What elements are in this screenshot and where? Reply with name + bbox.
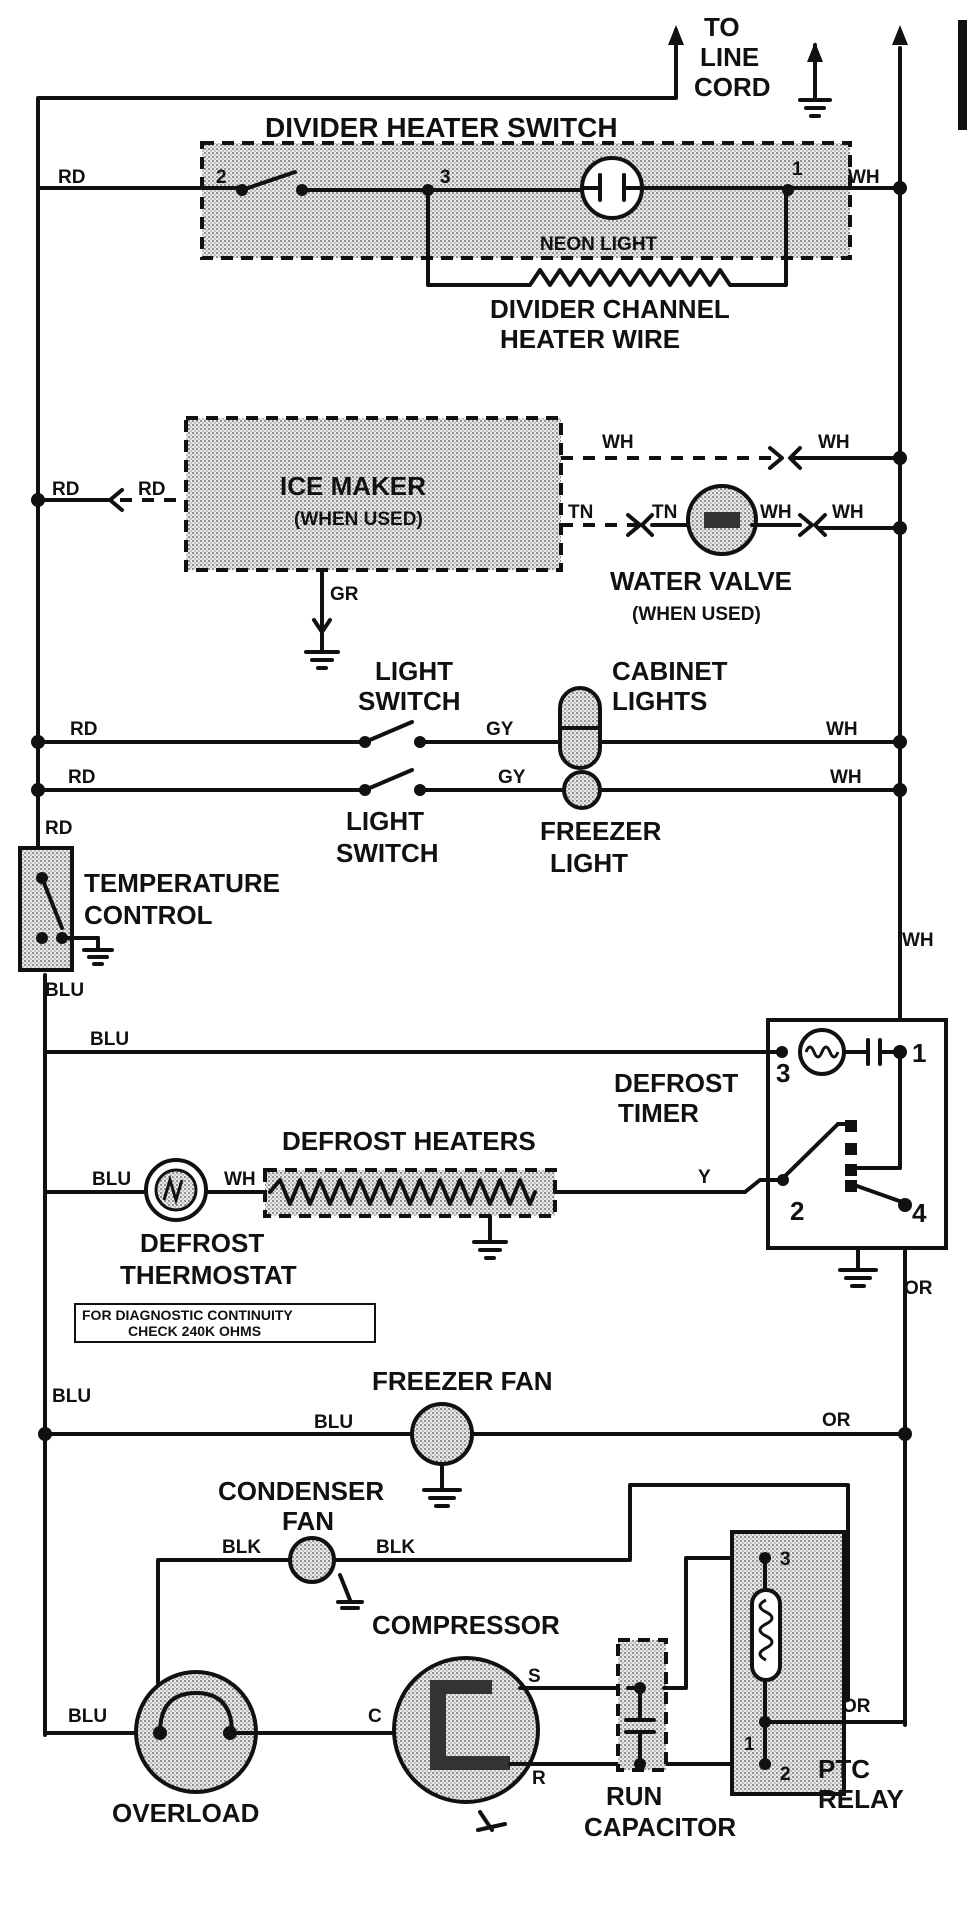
cabinet-lights-label-2: LIGHTS <box>612 686 707 716</box>
ptc-relay-label-1: PTC <box>818 1754 870 1784</box>
defrost-timer-label-2: TIMER <box>618 1098 699 1128</box>
svg-text:RD: RD <box>45 818 72 839</box>
wire-wh-1: WH <box>848 167 880 188</box>
ice-maker-label-1: ICE MAKER <box>280 471 426 501</box>
compressor-icon <box>392 1656 540 1804</box>
svg-text:TN: TN <box>652 502 677 523</box>
svg-text:R: R <box>532 1768 546 1789</box>
svg-text:TN: TN <box>568 502 593 523</box>
svg-text:WH: WH <box>602 432 634 453</box>
svg-text:3: 3 <box>440 167 451 188</box>
left-bus <box>36 28 678 852</box>
light-switch-top-label-2: SWITCH <box>358 686 461 716</box>
svg-text:BLU: BLU <box>45 980 84 1001</box>
svg-text:S: S <box>528 1666 541 1687</box>
svg-text:C: C <box>368 1706 382 1727</box>
defrost-timer-box <box>766 1018 948 1250</box>
svg-text:OR: OR <box>822 1410 851 1431</box>
svg-text:GY: GY <box>486 719 514 740</box>
condenser-fan-label-1: CONDENSER <box>218 1476 384 1506</box>
svg-text:OR: OR <box>842 1696 871 1717</box>
compressor-label: COMPRESSOR <box>372 1610 560 1640</box>
wire-rd-1: RD <box>58 167 85 188</box>
run-capacitor-label-1: RUN <box>606 1781 662 1811</box>
defrost-timer-label-1: DEFROST <box>614 1068 738 1098</box>
svg-text:Y: Y <box>698 1167 711 1188</box>
svg-text:4: 4 <box>912 1198 927 1228</box>
freezer-light-icon <box>562 770 602 810</box>
svg-text:WH: WH <box>224 1169 256 1190</box>
divider-heater-wire <box>426 188 788 287</box>
defrost-heaters-label: DEFROST HEATERS <box>282 1126 536 1156</box>
svg-text:RD: RD <box>52 479 79 500</box>
temperature-control-label-1: TEMPERATURE <box>84 868 280 898</box>
condenser-fan-label-2: FAN <box>282 1506 334 1536</box>
svg-text:WH: WH <box>826 719 858 740</box>
diagnostic-note-1: FOR DIAGNOSTIC CONTINUITY <box>82 1307 293 1323</box>
svg-text:RD: RD <box>68 767 95 788</box>
condenser-fan-icon <box>288 1536 336 1584</box>
overload-label: OVERLOAD <box>112 1798 259 1828</box>
water-valve-label-2: (WHEN USED) <box>632 604 761 625</box>
freezer-fan-label: FREEZER FAN <box>372 1366 553 1396</box>
svg-text:BLK: BLK <box>222 1537 261 1558</box>
temperature-control-box <box>18 846 74 972</box>
svg-text:2: 2 <box>790 1196 804 1226</box>
svg-text:BLU: BLU <box>68 1706 107 1727</box>
to-line-cord-label-1: TO <box>704 12 740 42</box>
divider-heater-switch-title: DIVIDER HEATER SWITCH <box>265 112 618 143</box>
svg-text:WH: WH <box>818 432 850 453</box>
svg-text:1: 1 <box>792 159 803 180</box>
defrost-thermostat-label-1: DEFROST <box>140 1228 264 1258</box>
water-valve-label-1: WATER VALVE <box>610 566 792 596</box>
diagnostic-note-box <box>74 1303 376 1343</box>
svg-text:3: 3 <box>780 1549 791 1570</box>
temperature-control-label-2: CONTROL <box>84 900 213 930</box>
line-cord-arrow-3 <box>892 25 908 45</box>
svg-text:OR: OR <box>904 1278 933 1299</box>
svg-text:WH: WH <box>902 930 934 951</box>
svg-text:WH: WH <box>760 502 792 523</box>
line-cord-arrow-1 <box>668 25 684 45</box>
svg-text:BLU: BLU <box>314 1412 353 1433</box>
svg-text:2: 2 <box>780 1764 791 1785</box>
svg-text:WH: WH <box>832 502 864 523</box>
light-switch-bottom-label-1: LIGHT <box>346 806 424 836</box>
to-line-cord-label-3: CORD <box>694 72 771 102</box>
svg-text:BLK: BLK <box>376 1537 415 1558</box>
freezer-fan-icon <box>410 1402 474 1466</box>
divider-heater-switch-box <box>200 141 852 260</box>
ice-maker-label-2: (WHEN USED) <box>294 509 423 530</box>
svg-text:RD: RD <box>138 479 165 500</box>
defrost-heaters-box <box>263 1168 557 1218</box>
freezer-light-label-1: FREEZER <box>540 816 662 846</box>
svg-text:2: 2 <box>216 167 227 188</box>
ice-maker-box <box>184 416 563 572</box>
corner-marker <box>958 20 967 130</box>
svg-text:BLU: BLU <box>90 1029 129 1050</box>
divider-channel-label-1: DIVIDER CHANNEL <box>490 294 730 324</box>
svg-text:GR: GR <box>330 584 359 605</box>
light-switch-bottom-label-2: SWITCH <box>336 838 439 868</box>
freezer-light-label-2: LIGHT <box>550 848 628 878</box>
svg-text:BLU: BLU <box>92 1169 131 1190</box>
to-line-cord-label-2: LINE <box>700 42 759 72</box>
neon-light-label: NEON LIGHT <box>540 234 658 255</box>
run-capacitor-label-2: CAPACITOR <box>584 1812 736 1842</box>
svg-text:1: 1 <box>912 1038 926 1068</box>
cabinet-lights-label-1: CABINET <box>612 656 728 686</box>
light-switch-top-label-1: LIGHT <box>375 656 453 686</box>
svg-text:GY: GY <box>498 767 526 788</box>
defrost-thermostat-label-2: THERMOSTAT <box>120 1260 297 1290</box>
divider-channel-label-2: HEATER WIRE <box>500 324 680 354</box>
svg-text:RD: RD <box>70 719 97 740</box>
svg-text:3: 3 <box>776 1058 790 1088</box>
ptc-relay-label-2: RELAY <box>818 1784 904 1814</box>
diagnostic-note-2: CHECK 240K OHMS <box>128 1323 261 1339</box>
svg-text:WH: WH <box>830 767 862 788</box>
svg-text:BLU: BLU <box>52 1386 91 1407</box>
svg-text:1: 1 <box>744 1734 755 1755</box>
